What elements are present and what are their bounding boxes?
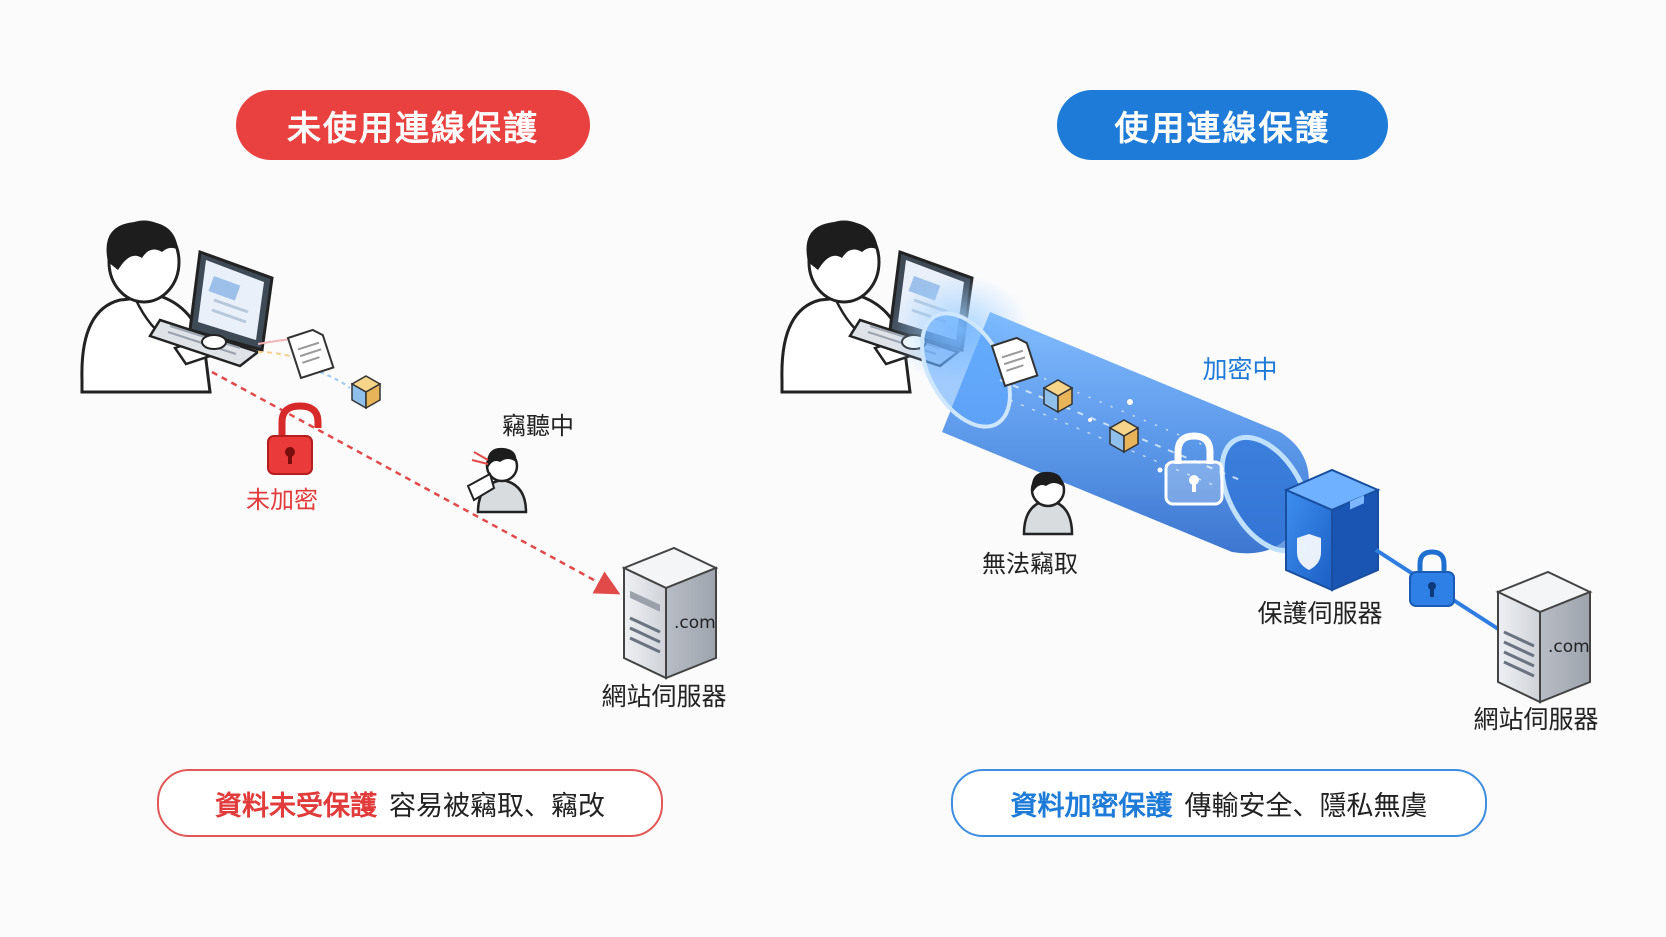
data-cube-icon (350, 375, 382, 410)
server-icon-secure: .com (1495, 570, 1593, 704)
unencrypted-path-arrow (211, 370, 621, 595)
open-padlock-icon (267, 402, 322, 475)
data-cube-icon-secure-1 (1042, 379, 1074, 414)
protected-summary: 資料加密保護 傳輸安全、隱私無虞 (951, 769, 1487, 837)
protected-summary-text: 傳輸安全、隱私無虞 (1184, 790, 1428, 822)
cannot-steal-label: 無法竊取 (982, 550, 1078, 578)
unprotected-summary: 資料未受保護 容易被竊取、竊改 (157, 769, 663, 837)
protection-server-label: 保護伺服器 (1257, 599, 1382, 628)
document-icon-secure (990, 336, 1039, 388)
closed-padlock-icon (1164, 432, 1224, 506)
shield-icon (1297, 534, 1321, 570)
unprotected-summary-highlight: 資料未受保護 (215, 790, 377, 822)
data-cube-icon-secure-2 (1108, 419, 1140, 454)
server-domain-secure: .com (1548, 637, 1590, 657)
person-laptop-icon (80, 220, 274, 394)
server-icon: .com (621, 546, 719, 680)
protection-server-icon (1283, 468, 1381, 592)
closed-padlock-icon-small (1409, 549, 1455, 607)
unprotected-title-pill: 未使用連線保護 (236, 90, 590, 160)
document-icon (286, 328, 335, 380)
unprotected-summary-text: 容易被竊取、竊改 (389, 790, 605, 822)
unprotected-title: 未使用連線保護 (287, 108, 539, 149)
unencrypted-label: 未加密 (246, 486, 318, 514)
server-domain: .com (674, 613, 716, 633)
protected-title-pill: 使用連線保護 (1057, 90, 1388, 160)
eavesdropping-label: 竊聽中 (502, 412, 574, 440)
website-server-label: 網站伺服器 (601, 682, 726, 711)
protected-title: 使用連線保護 (1114, 108, 1331, 149)
encrypting-label: 加密中 (1202, 355, 1277, 384)
eavesdropper-icon (466, 447, 528, 514)
website-server-label-secure: 網站伺服器 (1473, 705, 1598, 734)
blocked-person-icon (1022, 471, 1074, 536)
encryption-tunnel (890, 275, 1313, 554)
protected-summary-highlight: 資料加密保護 (1010, 790, 1173, 822)
